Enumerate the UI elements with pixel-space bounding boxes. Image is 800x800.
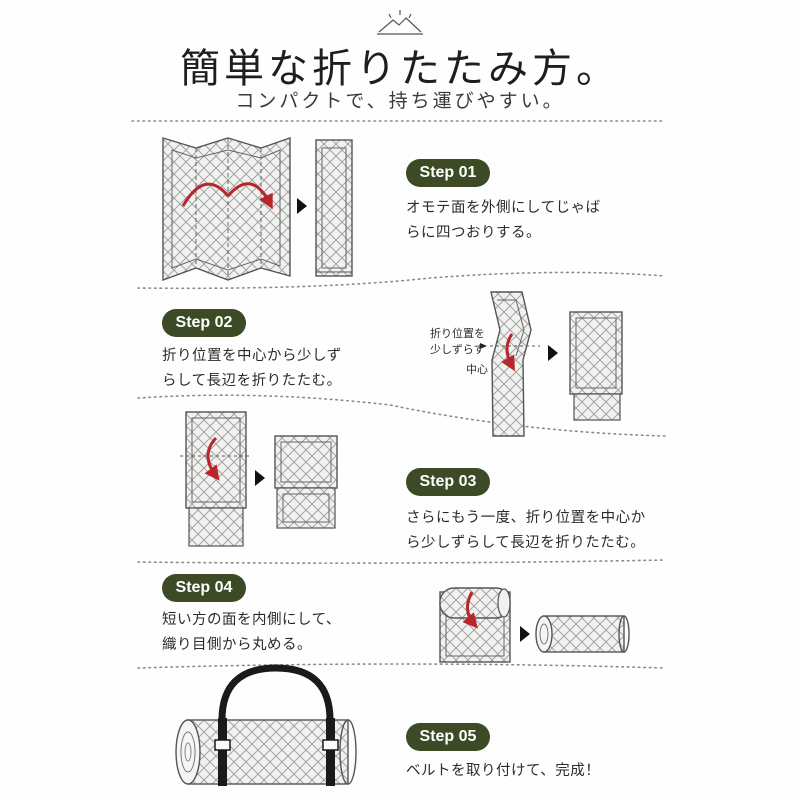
step-01-line-2: らに四つおりする。: [406, 225, 541, 241]
mountain-sun-icon: [377, 10, 423, 35]
step-02-badge: Step 02: [162, 309, 246, 337]
mat-half-folded: [185, 411, 247, 509]
belt-buckle-right: [322, 739, 339, 751]
step4-illustration: [439, 587, 630, 663]
step-04-line-2: 織り目側から丸める。: [162, 637, 312, 653]
step-01-badge: Step 01: [406, 159, 490, 187]
fold-arrow-1: [181, 182, 230, 207]
mat-quarter-folded: [274, 435, 338, 489]
arrow-right-icon: [548, 345, 558, 361]
divider-1: [137, 271, 666, 290]
page-subtitle: コンパクトで、持ち運びやすい。: [235, 90, 565, 112]
step-05-line-1: ベルトを取り付けて、完成！: [406, 763, 601, 779]
step-03-badge: Step 03: [406, 468, 490, 496]
step-04-badge: Step 04: [162, 574, 246, 602]
fold-arrow-2: [226, 182, 273, 210]
belt-buckle-left: [214, 739, 231, 751]
arrow-right-icon: [297, 198, 307, 214]
fold-position-label-line-1: 折り位置を: [430, 327, 485, 340]
step2-illustration: [480, 291, 623, 437]
belt-strap-left: [218, 718, 227, 786]
step-02-line-1: 折り位置を中心から少しず: [162, 348, 342, 364]
belt-handle: [218, 664, 334, 721]
fold-arrow: [501, 333, 515, 372]
step-01-text: オモテ面を外側にしてじゃば らに四つおりする。: [406, 196, 601, 246]
step-03-line-1: さらにもう一度、折り位置を中心か: [406, 510, 646, 526]
center-label: 中心: [466, 363, 488, 376]
arrow-right-icon: [255, 470, 265, 486]
step-04-text: 短い方の面を内側にして、 織り目側から丸める。: [162, 608, 341, 658]
step-01-line-1: オモテ面を外側にしてじゃば: [406, 200, 601, 216]
mat-roll-complete: [187, 719, 349, 785]
divider-3: [137, 559, 666, 564]
belt-strap-right: [326, 718, 335, 786]
step-03-line-2: ら少しずらして長辺を折りたたむ。: [406, 535, 646, 551]
divider-2: [137, 394, 666, 437]
fold-arrow: [204, 436, 220, 481]
step3-illustration: [180, 411, 338, 547]
step-02-text: 折り位置を中心から少しず らして長辺を折りたたむ。: [162, 344, 342, 394]
step1-illustration: [162, 137, 353, 281]
step-04-line-1: 短い方の面を内側にして、: [162, 612, 341, 628]
divider-4: [137, 663, 666, 669]
fold-position-label-line-2: 少しずらす: [430, 343, 485, 356]
step-02-line-2: らして長辺を折りたたむ。: [162, 373, 342, 389]
mat-accordion: [162, 137, 291, 281]
step5-illustration: [175, 664, 357, 786]
arrow-right-icon: [520, 626, 530, 642]
step-05-badge: Step 05: [406, 723, 490, 751]
roll-arrow: [462, 591, 478, 629]
mat-rolled: [543, 615, 625, 653]
mat-folded-strip: [315, 139, 353, 277]
step-05-text: ベルトを取り付けて、完成！: [406, 759, 600, 784]
step-03-text: さらにもう一度、折り位置を中心か ら少しずらして長辺を折りたたむ。: [406, 506, 646, 556]
fold-position-label: 折り位置を 少しずらす: [430, 326, 485, 358]
page-title: 簡単な折りたたみ方。: [180, 46, 620, 92]
mat-folded-half: [569, 311, 623, 395]
